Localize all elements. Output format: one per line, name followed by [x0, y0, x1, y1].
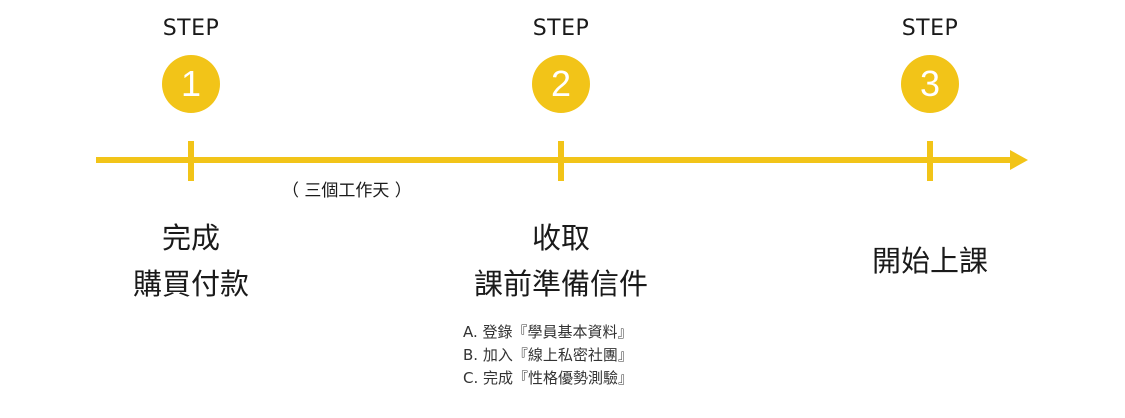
step-2-sub-list: A. 登錄『學員基本資料』 B. 加入『線上私密社團』 C. 完成『性格優勢測驗…	[463, 321, 633, 390]
interval-note: （ 三個工作天 ）	[282, 181, 412, 201]
step-1-title: 完成 購買付款	[31, 215, 351, 307]
step-2-label: STEP	[532, 16, 590, 41]
step-3-number-badge: 3	[901, 55, 959, 113]
step-2-title: 收取 課前準備信件	[401, 215, 721, 307]
step-2-title-line-2: 課前準備信件	[473, 267, 648, 301]
step-1-title-line-2: 購買付款	[132, 267, 249, 301]
step-1-title-line-1: 完成	[161, 221, 220, 255]
step-2-sub-item: C. 完成『性格優勢測驗』	[463, 369, 634, 387]
step-2-number-badge: 2	[532, 55, 590, 113]
step-3-title: 開始上課	[770, 238, 1090, 284]
step-1-label: STEP	[162, 16, 220, 41]
step-2-sub-item: B. 加入『線上私密社團』	[463, 346, 633, 364]
step-2-sub-item: A. 登錄『學員基本資料』	[463, 323, 633, 341]
timeline-arrow-head	[1010, 150, 1028, 170]
step-1-number-badge: 1	[162, 55, 220, 113]
step-3-label: STEP	[901, 16, 959, 41]
step-3-title-line-1: 開始上課	[871, 244, 988, 278]
step-2-title-line-1: 收取	[531, 221, 590, 255]
